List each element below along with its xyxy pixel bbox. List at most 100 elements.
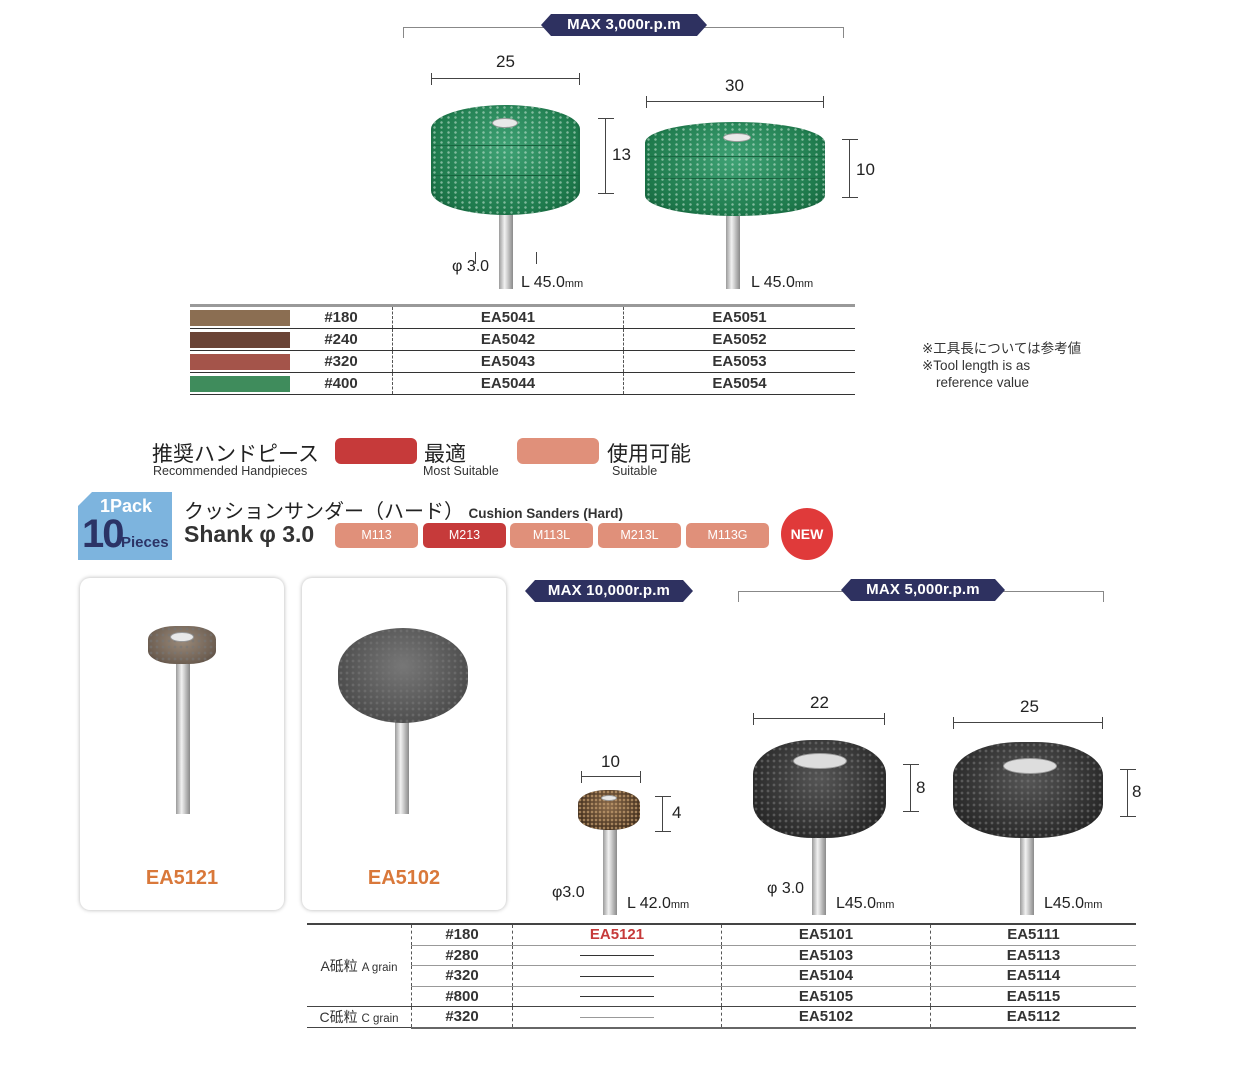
product-code: EA5105 <box>721 986 931 1007</box>
dimension-label: 10 <box>856 160 875 179</box>
dimension-width-25 <box>431 73 580 85</box>
swatch-240 <box>190 331 290 348</box>
brown-sander-wheel-photo <box>148 626 216 664</box>
table-row: #400 EA5044 EA5054 <box>190 372 855 395</box>
dimension-height-8 <box>1120 769 1136 817</box>
table-row: #320 EA5043 EA5053 <box>190 350 855 373</box>
table-row: C砥粒 C grain #320 EA5102 EA5112 <box>307 1006 1136 1029</box>
product-title: クッションサンダー（ハード） Cushion Sanders (Hard) <box>184 495 623 524</box>
dimension-label: 25 <box>496 52 515 71</box>
note-jp: ※工具長については参考値 <box>922 341 1082 356</box>
most-suitable-jp: 最適 <box>424 443 466 466</box>
grit-cell: #180 <box>290 304 393 329</box>
product-code: EA5053 <box>623 350 855 373</box>
pack-label: 1Pack <box>100 496 153 516</box>
product-code: EA5044 <box>392 372 624 395</box>
product-code: EA5042 <box>392 328 624 351</box>
product-code: EA5111 <box>930 923 1136 946</box>
dimension-width-22 <box>753 713 885 725</box>
suitable-swatch <box>517 438 599 464</box>
most-suitable-en: Most Suitable <box>423 464 499 478</box>
product-code: EA5103 <box>721 945 931 966</box>
dimension-height-10 <box>842 139 858 198</box>
tool-length-label: L45.0mm <box>1044 895 1103 912</box>
dimension-height-13 <box>598 118 614 194</box>
table-row: #240 EA5042 EA5052 <box>190 328 855 351</box>
grit-color-swatch <box>190 350 290 373</box>
product-code: EA5121 <box>145 867 219 889</box>
handpiece-m113l[interactable]: M113L <box>510 523 593 548</box>
swatch-400 <box>190 375 290 392</box>
product-card-ea5102[interactable]: EA5102 <box>302 578 506 910</box>
shank <box>812 830 826 915</box>
dimension-width-10 <box>581 771 641 783</box>
tool-length-label: L 45.0mm <box>751 274 814 291</box>
grit-cell: #180 <box>411 923 513 946</box>
rpm-badge-3000: MAX 3,000r.p.m <box>541 14 707 36</box>
product-code: EA5113 <box>930 945 1136 966</box>
product-card-ea5121[interactable]: EA5121 <box>80 578 284 910</box>
grit-cell: #320 <box>290 350 393 373</box>
shank <box>726 205 740 289</box>
shank-diameter-label: φ3.0 <box>552 884 585 901</box>
grit-cell: #320 <box>411 965 513 987</box>
grit-color-swatch <box>190 328 290 351</box>
product-code: EA5101 <box>721 923 931 946</box>
dimension-height-8 <box>903 764 919 812</box>
dimension-label: 10 <box>601 752 620 771</box>
handpiece-m213l[interactable]: M213L <box>598 523 681 548</box>
tool-length-label: L45.0mm <box>836 895 895 912</box>
swatch-320 <box>190 353 290 370</box>
dimension-label: 8 <box>1132 782 1142 801</box>
not-available-dash <box>512 945 722 966</box>
pack-count: 10 <box>82 512 124 556</box>
note-en-line1: ※Tool length is as <box>922 358 1031 373</box>
table-row: #280 EA5103 EA5113 <box>307 945 1136 966</box>
product-code: EA5043 <box>392 350 624 373</box>
dimension-height-4 <box>655 796 671 832</box>
product-code: EA5054 <box>623 372 855 395</box>
shank <box>499 205 513 289</box>
shank-diameter-label: φ 3.0 <box>452 258 490 275</box>
grit-cell: #800 <box>411 986 513 1007</box>
product-code: EA5114 <box>930 965 1136 987</box>
tool-length-label: L 45.0mm <box>521 274 584 291</box>
not-available-dash <box>512 986 722 1007</box>
pack-unit: Pieces <box>121 534 169 551</box>
product-code: EA5102 <box>721 1006 931 1029</box>
dimension-label: 4 <box>672 803 682 822</box>
not-available-dash <box>512 1006 722 1029</box>
handpiece-m213[interactable]: M213 <box>423 523 506 548</box>
green-sander-wheel-25 <box>431 105 580 215</box>
pack-quantity-badge: 1Pack 10 Pieces <box>78 492 172 560</box>
dimension-label: 22 <box>810 693 829 712</box>
shank <box>603 825 617 915</box>
group-a-grain: A砥粒 A grain <box>307 923 412 1007</box>
handpiece-m113[interactable]: M113 <box>335 523 418 548</box>
dimension-width-30 <box>646 96 824 108</box>
product-code: EA5112 <box>930 1006 1136 1029</box>
handpiece-m113g[interactable]: M113G <box>686 523 769 548</box>
grit-cell: #280 <box>411 945 513 966</box>
product-code: EA5115 <box>930 986 1136 1007</box>
dimension-width-25 <box>953 717 1103 729</box>
product-title-en: Cushion Sanders (Hard) <box>468 506 623 521</box>
brown-sander-wheel-10 <box>578 790 640 830</box>
rpm-badge-10000: MAX 10,000r.p.m <box>525 580 693 602</box>
rpm-badge-5000: MAX 5,000r.p.m <box>841 579 1005 601</box>
dimension-label: 13 <box>612 145 631 164</box>
table-row: #320 EA5104 EA5114 <box>307 965 1136 987</box>
product-code: EA5102 <box>367 867 441 889</box>
top-product-table: #180 EA5041 EA5051 #240 EA5042 EA5052 #3… <box>190 304 855 395</box>
table-row: A砥粒 A grain #180 EA5121 EA5101 EA5111 <box>307 923 1136 1007</box>
table-row: #800 EA5105 EA5115 <box>307 986 1136 1007</box>
grit-cell: #400 <box>290 372 393 395</box>
dimension-label: 8 <box>916 778 926 797</box>
gray-sander-wheel-photo <box>338 628 468 723</box>
shank <box>176 658 190 814</box>
grit-cell: #240 <box>290 328 393 351</box>
black-sander-wheel-22 <box>753 740 886 838</box>
suitable-jp: 使用可能 <box>607 443 691 466</box>
grit-color-swatch <box>190 372 290 395</box>
legend-title-jp: 推奨ハンドピース <box>152 443 319 466</box>
